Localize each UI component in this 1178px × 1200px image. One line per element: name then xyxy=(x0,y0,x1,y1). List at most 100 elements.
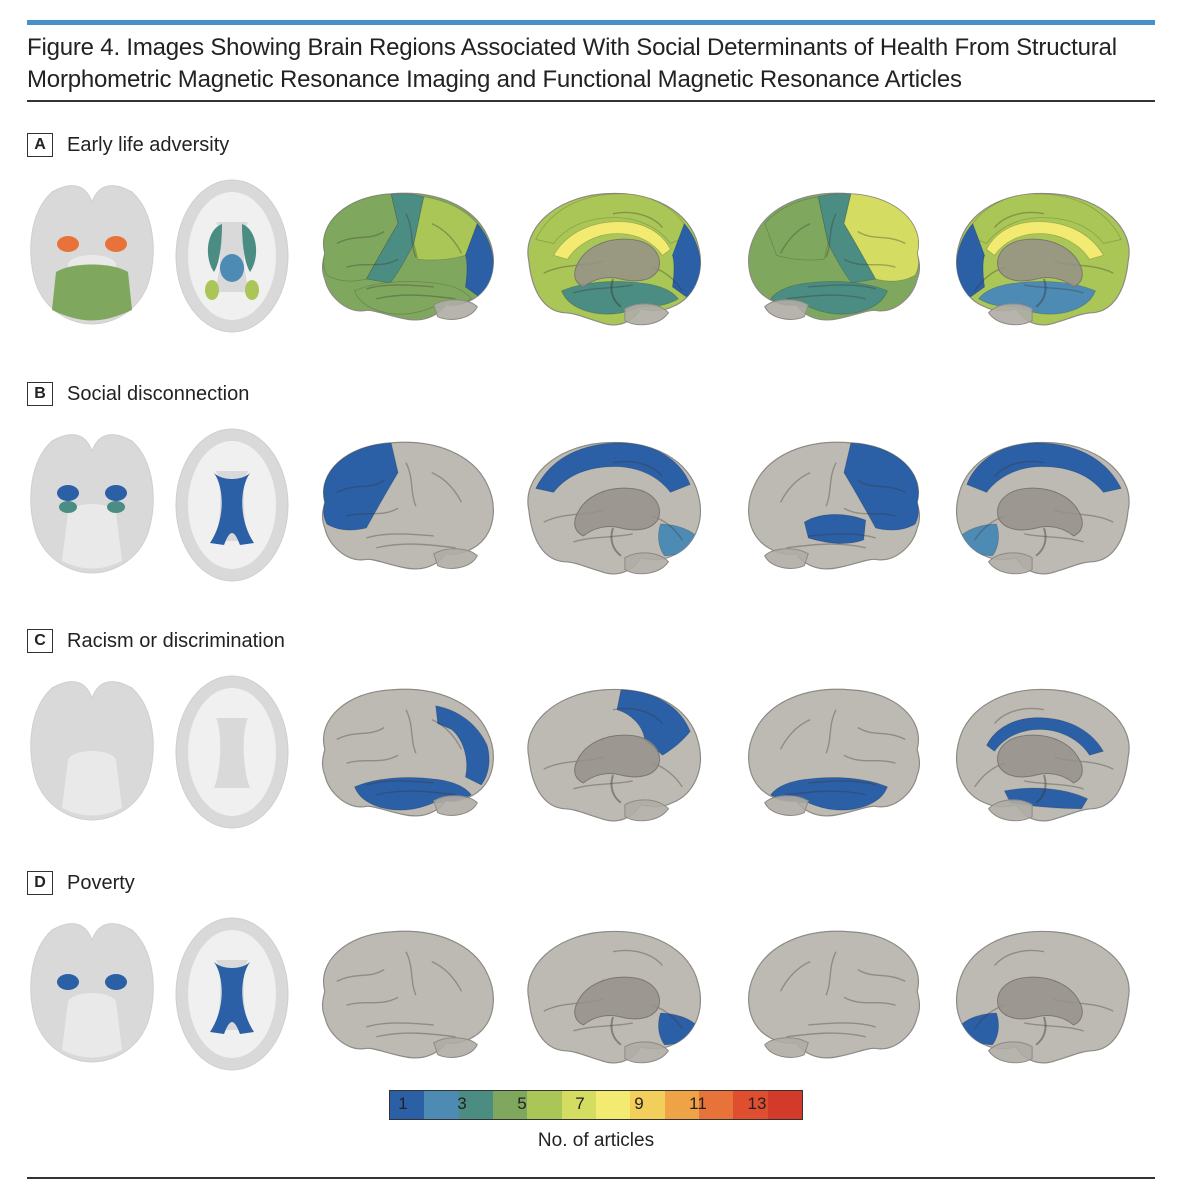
brain-surface-right-lateral xyxy=(748,192,921,321)
panel-name: Racism or discrimination xyxy=(67,629,285,652)
region-cingulate xyxy=(986,221,1104,260)
region-amygdala xyxy=(57,485,79,501)
midline-structure xyxy=(574,487,660,537)
brain-outline xyxy=(748,930,921,1059)
panel-label: D Poverty xyxy=(27,870,135,896)
brain-surface xyxy=(956,930,1130,1064)
region-amygdala xyxy=(57,236,79,252)
panel-letter: A xyxy=(27,133,53,157)
region-striatum xyxy=(207,224,222,272)
midline-structure xyxy=(574,238,660,288)
color-scale-step xyxy=(664,1091,699,1119)
brain-surface xyxy=(956,192,1130,326)
color-scale-step xyxy=(458,1091,493,1119)
axial-slice-high xyxy=(175,428,289,582)
region-hippocampus xyxy=(245,280,259,300)
brain-surface-left-lateral xyxy=(321,441,494,570)
panel-letter: D xyxy=(27,871,53,895)
axial-slice-low xyxy=(30,434,154,574)
brain-surface xyxy=(527,688,701,822)
color-scale-step xyxy=(390,1091,425,1119)
cerebellum xyxy=(433,1037,478,1058)
region-superior xyxy=(966,442,1122,493)
brain-surface xyxy=(748,688,921,817)
color-scale-tick: 3 xyxy=(457,1094,467,1113)
color-scale-tick: 9 xyxy=(634,1094,644,1113)
axial-slice-low xyxy=(30,923,154,1063)
color-scale-step xyxy=(424,1091,459,1119)
cerebellum xyxy=(624,303,670,326)
brain-surface xyxy=(956,441,1130,575)
color-scale-step xyxy=(561,1091,596,1119)
color-scale-tick: 5 xyxy=(517,1094,527,1113)
color-scale-tick: 1 xyxy=(398,1094,408,1113)
region-parietal xyxy=(413,196,478,261)
color-scale-step xyxy=(527,1091,562,1119)
region-hippocampus xyxy=(59,501,77,513)
midline-structure xyxy=(997,238,1083,288)
bottom-rule xyxy=(27,1177,1155,1179)
brain-images xyxy=(30,675,1130,829)
region-insula xyxy=(803,514,867,544)
cerebellum xyxy=(764,548,809,569)
color-scale-tick: 11 xyxy=(689,1094,707,1113)
brain-images xyxy=(30,428,1130,582)
brain-surface-right-lateral xyxy=(748,441,921,570)
brain-surface-right-medial xyxy=(956,441,1130,575)
brain-surface xyxy=(748,930,921,1059)
axial-slice-high xyxy=(175,675,289,829)
axial-slice-high xyxy=(175,179,289,333)
brain-surface xyxy=(527,441,701,575)
brain-axial-high xyxy=(175,428,289,582)
legend-title: No. of articles xyxy=(537,1130,655,1151)
cerebellum xyxy=(433,548,478,569)
axial-slice-high xyxy=(175,917,289,1071)
brain-row xyxy=(27,668,1155,838)
brain-surface-right-medial xyxy=(956,688,1130,822)
cerebellum xyxy=(433,795,478,816)
color-scale-step xyxy=(630,1091,665,1119)
midline-structure xyxy=(574,734,660,784)
brain-surface-left-lateral xyxy=(321,930,494,1059)
brain-axial-low xyxy=(30,434,154,574)
brain-surface-right-lateral xyxy=(748,930,921,1059)
region-frontal xyxy=(323,442,399,531)
panel-name: Early life adversity xyxy=(67,133,230,156)
panel-letter: C xyxy=(27,629,53,653)
region-hippocampus xyxy=(107,501,125,513)
brain-surface-left-medial xyxy=(527,688,701,822)
brain-surface-left-lateral xyxy=(321,688,494,817)
brain-images xyxy=(30,917,1130,1071)
region-parietal xyxy=(764,196,829,261)
color-scale-step xyxy=(733,1091,768,1119)
midline-structure xyxy=(997,734,1083,784)
brain-surface xyxy=(527,930,701,1064)
brain-row xyxy=(27,421,1155,591)
axial-slice-low xyxy=(30,185,154,325)
region-cingulate xyxy=(986,717,1104,756)
cerebellum xyxy=(987,552,1033,575)
region-ventricles xyxy=(210,962,254,1034)
brain-surface xyxy=(527,192,701,326)
region-amygdala xyxy=(105,485,127,501)
cerebellum xyxy=(987,303,1033,326)
brain-surface xyxy=(748,192,921,321)
region-thalamus xyxy=(220,254,244,282)
brain-row xyxy=(27,910,1155,1080)
region-occipito-parietal xyxy=(435,705,490,786)
brain-surface-left-lateral xyxy=(321,192,494,321)
region-hippocampus xyxy=(205,280,219,300)
title-rule xyxy=(27,100,1155,102)
panel-name: Social disconnection xyxy=(67,382,250,405)
brain-axial-high xyxy=(175,675,289,829)
panel-label: A Early life adversity xyxy=(27,132,229,158)
brain-axial-high xyxy=(175,179,289,333)
midline-structure xyxy=(574,976,660,1026)
cerebellum xyxy=(764,1037,809,1058)
color-scale-tick: 13 xyxy=(747,1094,767,1113)
cerebellum xyxy=(624,799,670,822)
color-scale-step xyxy=(492,1091,528,1119)
brain-surface-left-medial xyxy=(527,930,701,1064)
brain-axial-high xyxy=(175,917,289,1071)
